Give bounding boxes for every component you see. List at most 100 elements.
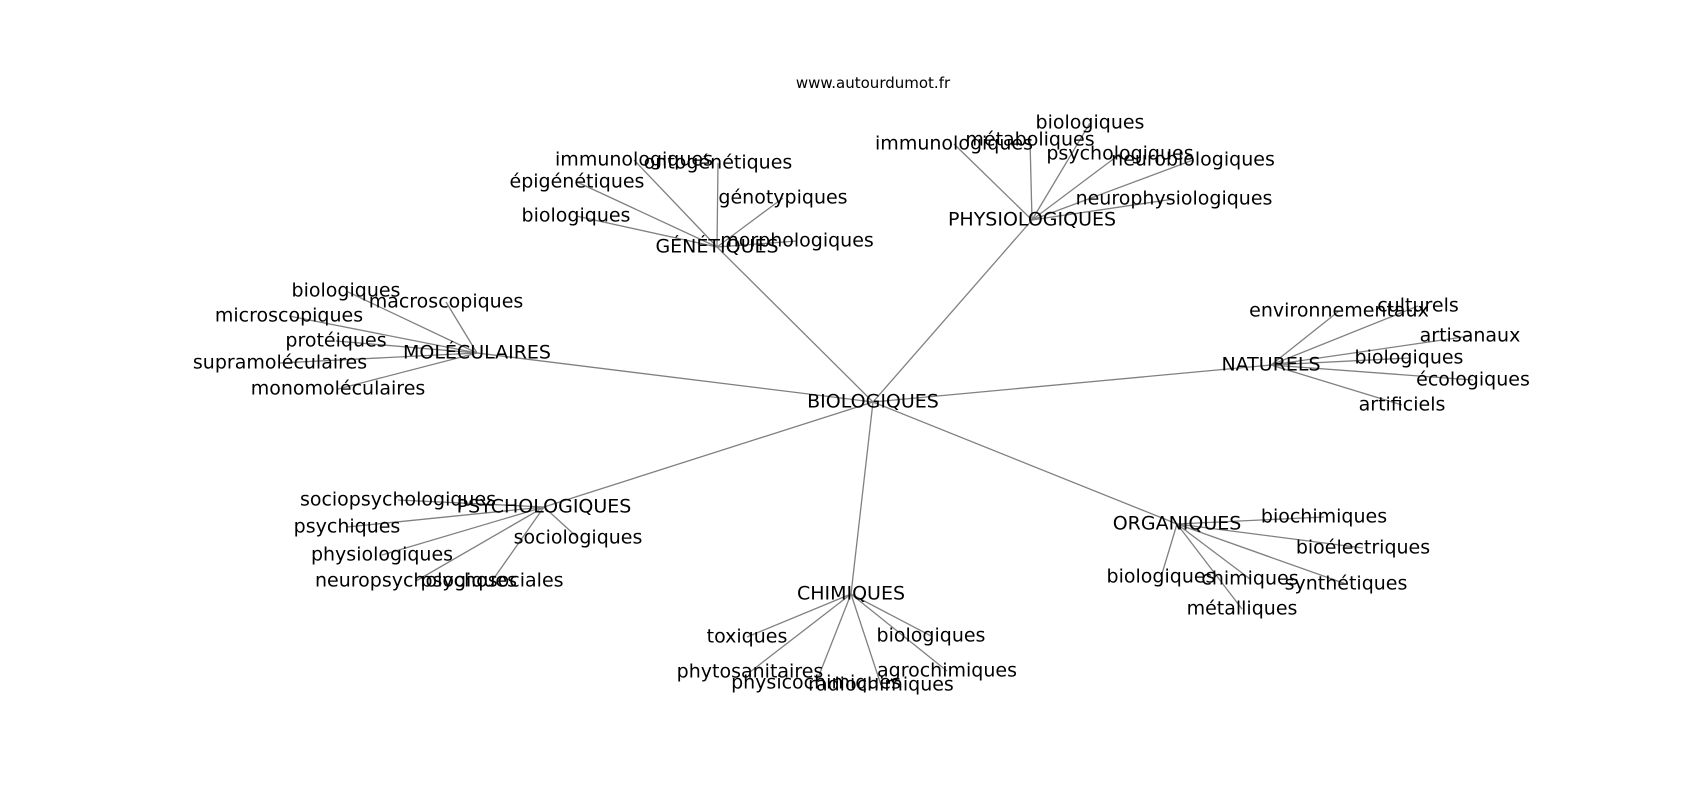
edge-geneticques-leaf-0 (633, 159, 718, 248)
leaf-node-chimiques-5: radiochimiques (808, 673, 954, 696)
leaf-node-organiques-3: chimiques (1201, 567, 1299, 590)
leaf-node-geneticques-5: morphologiques (720, 229, 874, 252)
site-url: www.autourdumot.fr (795, 74, 951, 92)
leaf-node-naturels-4: écologiques (1416, 368, 1530, 391)
leaf-node-psychologiques-1: psychiques (293, 515, 401, 538)
leaf-node-psychologiques-3: physiologiques (310, 543, 454, 566)
hub-node-naturels: NATURELS (1221, 353, 1321, 376)
edge-chimiques-leaf-5 (850, 593, 882, 686)
center-node: BIOLOGIQUES (807, 390, 939, 413)
edge-psychologiques-leaf-0 (397, 499, 545, 508)
edge-physiologiques-leaf-2 (1029, 139, 1033, 221)
leaf-node-moleculaires-4: supramoléculaires (192, 351, 368, 374)
edge-moleculaires-leaf-0 (345, 290, 478, 354)
edge-physiologiques-leaf-1 (953, 143, 1033, 221)
edge-naturels-leaf-0 (1270, 310, 1340, 366)
leaf-node-naturels-3: biologiques (1354, 346, 1464, 369)
leaf-node-chimiques-2: phytosanitaires (676, 660, 824, 683)
hub-node-psychologiques: PSYCHOLOGIQUES (456, 495, 632, 518)
edge-naturels-leaf-4 (1270, 364, 1474, 381)
leaf-node-geneticques-4: biologiques (521, 204, 631, 227)
hub-node-geneticques: GÉNÉTIQUES (655, 235, 779, 258)
edge-organiques-leaf-2 (1160, 523, 1178, 578)
edge-psychologiques-leaf-1 (346, 506, 545, 528)
edge-psychologiques-leaf-2 (543, 506, 579, 539)
edge-geneticques-leaf-4 (575, 215, 718, 248)
edge-organiques-leaf-5 (1176, 523, 1243, 610)
leaf-node-naturels-1: culturels (1377, 294, 1459, 317)
edge-moleculaires-leaf-5 (337, 352, 478, 390)
edge-chimiques-leaf-0 (746, 593, 852, 638)
leaf-node-physiologiques-3: psychologiques (1046, 142, 1194, 165)
leaf-node-organiques-2: biologiques (1106, 565, 1216, 588)
edge-moleculaires-leaf-1 (445, 301, 478, 354)
leaf-node-moleculaires-1: macroscopiques (368, 290, 524, 313)
edge-geneticques-leaf-5 (716, 240, 798, 248)
leaf-node-physiologiques-2: métaboliques (965, 128, 1095, 151)
edge-center-chimiques (850, 401, 874, 595)
edge-center-physiologiques (872, 219, 1033, 403)
leaf-node-geneticques-2: épigénétiques (509, 170, 645, 193)
leaf-node-organiques-4: synthétiques (1284, 572, 1408, 595)
leaf-node-organiques-1: bioélectriques (1295, 536, 1431, 559)
hub-node-chimiques: CHIMIQUES (796, 582, 906, 605)
leaf-node-naturels-2: artisanaux (1419, 324, 1521, 347)
edge-organiques-leaf-3 (1176, 523, 1251, 580)
edge-center-psychologiques (543, 401, 874, 508)
edge-center-geneticques (716, 246, 874, 403)
edge-psychologiques-leaf-3 (381, 506, 545, 556)
leaf-node-geneticques-1: ontogénétiques (643, 151, 793, 174)
hub-node-moleculaires: MOLÉCULAIRES (402, 341, 552, 364)
leaf-node-chimiques-1: biologiques (876, 624, 986, 647)
edge-center-organiques (872, 401, 1178, 525)
leaf-node-physiologiques-1: immunologiques (875, 132, 1033, 155)
leaf-node-moleculaires-3: protéiques (285, 329, 387, 352)
leaf-node-naturels-5: artificiels (1358, 393, 1446, 416)
edge-physiologiques-leaf-0 (1031, 122, 1091, 221)
edge-naturels-leaf-5 (1270, 364, 1403, 406)
hub-node-physiologiques: PHYSIOLOGIQUES (947, 208, 1117, 231)
leaf-node-psychologiques-0: sociopsychologiques (299, 488, 497, 511)
leaf-node-psychologiques-2: sociologiques (513, 526, 643, 549)
edge-center-naturels (872, 364, 1272, 403)
leaf-node-organiques-0: biochimiques (1260, 505, 1388, 528)
edge-naturels-leaf-2 (1270, 335, 1471, 366)
leaf-node-moleculaires-2: microscopiques (214, 304, 364, 327)
leaf-node-physiologiques-4: neurobiologiques (1111, 148, 1275, 171)
edge-geneticques-leaf-3 (716, 197, 784, 248)
edge-naturels-leaf-1 (1270, 305, 1419, 366)
leaf-node-chimiques-4: physicochimiques (731, 671, 901, 694)
edge-psychologiques-leaf-5 (491, 506, 545, 582)
leaf-node-psychologiques-5: psychosociales (420, 569, 564, 592)
leaf-node-moleculaires-0: biologiques (291, 279, 401, 302)
leaf-node-geneticques-3: génotypiques (718, 186, 848, 209)
hub-node-organiques: ORGANIQUES (1112, 512, 1242, 535)
leaf-node-moleculaires-5: monomoléculaires (250, 377, 426, 400)
edge-geneticques-leaf-1 (716, 162, 719, 248)
edge-psychologiques-leaf-4 (415, 506, 545, 582)
edge-organiques-leaf-0 (1176, 516, 1325, 525)
leaf-node-naturels-0: environnementaux (1249, 299, 1429, 322)
leaf-node-organiques-5: métalliques (1186, 597, 1298, 620)
leaf-node-physiologiques-5: neurophysiologiques (1075, 187, 1273, 210)
edge-geneticques-leaf-2 (576, 181, 718, 248)
edge-moleculaires-leaf-2 (288, 315, 478, 354)
leaf-node-psychologiques-4: neuropsychologiques (314, 569, 518, 592)
edge-chimiques-leaf-3 (850, 593, 948, 672)
edge-physiologiques-leaf-4 (1031, 159, 1194, 221)
leaf-node-chimiques-0: toxiques (706, 625, 788, 648)
leaf-node-chimiques-3: agrochimiques (877, 659, 1017, 682)
edge-organiques-leaf-4 (1176, 523, 1347, 585)
edge-chimiques-leaf-4 (815, 593, 852, 684)
edge-chimiques-leaf-1 (850, 593, 932, 637)
edge-physiologiques-leaf-3 (1031, 153, 1121, 221)
edge-moleculaires-leaf-3 (335, 340, 478, 354)
edge-physiologiques-leaf-5 (1031, 198, 1175, 221)
edge-moleculaires-leaf-4 (279, 352, 478, 364)
leaf-node-physiologiques-0: biologiques (1035, 111, 1145, 134)
edge-center-moleculaires (476, 352, 874, 403)
edge-chimiques-leaf-2 (749, 593, 852, 673)
leaf-node-geneticques-0: immunologiques (555, 148, 713, 171)
